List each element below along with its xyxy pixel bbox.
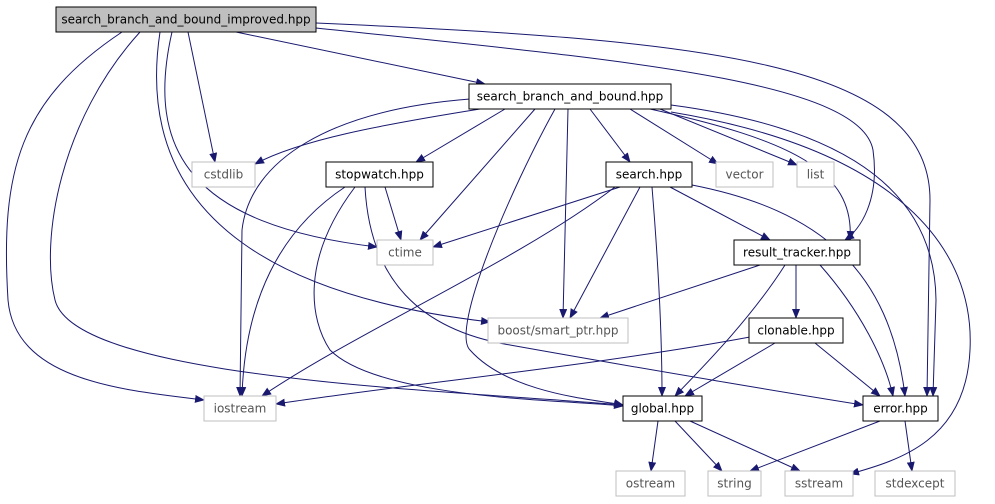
node-list[interactable]: list bbox=[796, 161, 835, 188]
edge-sbb-to-result bbox=[649, 108, 855, 241]
edge-stopwatch-to-iostream bbox=[238, 186, 346, 397]
node-box bbox=[784, 470, 854, 497]
edge-stopwatch-to-error bbox=[364, 186, 864, 408]
edge-sbb-to-cstdlib bbox=[254, 108, 481, 165]
node-stopwatch[interactable]: stopwatch.hpp bbox=[325, 161, 434, 188]
node-sbb[interactable]: search_branch_and_bound.hpp bbox=[468, 83, 672, 110]
node-label: boost/smart_ptr.hpp bbox=[497, 324, 618, 338]
edge-global-to-string bbox=[674, 420, 723, 472]
node-box bbox=[55, 6, 317, 33]
node-global[interactable]: global.hpp bbox=[622, 395, 703, 422]
node-boost[interactable]: boost/smart_ptr.hpp bbox=[487, 317, 629, 344]
node-box bbox=[468, 83, 672, 110]
node-box bbox=[615, 470, 686, 497]
edge-clonable-to-global bbox=[684, 342, 776, 397]
node-label: stdexcept bbox=[886, 477, 945, 491]
node-ctime[interactable]: ctime bbox=[376, 239, 434, 266]
node-vector[interactable]: vector bbox=[715, 161, 774, 188]
edge-sbbi-to-cstdlib bbox=[187, 31, 218, 163]
node-box bbox=[796, 161, 835, 188]
edge-sbb-to-global bbox=[465, 108, 624, 408]
node-label: sstream bbox=[795, 477, 843, 491]
edge-sbb-to-ctime bbox=[419, 108, 536, 241]
edge-sbb-to-vector bbox=[629, 108, 719, 165]
node-cstdlib[interactable]: cstdlib bbox=[191, 161, 256, 188]
node-search[interactable]: search.hpp bbox=[605, 161, 693, 188]
node-label: error.hpp bbox=[873, 402, 928, 416]
node-label: result_tracker.hpp bbox=[743, 246, 851, 260]
node-box bbox=[487, 317, 629, 344]
node-result[interactable]: result_tracker.hpp bbox=[733, 239, 861, 266]
node-label: ctime bbox=[388, 246, 422, 260]
node-string[interactable]: string bbox=[707, 470, 762, 497]
node-label: search_branch_and_bound.hpp bbox=[477, 90, 664, 104]
edge-sbb-to-boost bbox=[559, 108, 569, 319]
edge-sbb-to-error bbox=[670, 104, 938, 397]
node-sbbi[interactable]: search_branch_and_bound_improved.hpp bbox=[55, 6, 317, 33]
node-box bbox=[748, 317, 844, 344]
node-box bbox=[733, 239, 861, 266]
node-label: vector bbox=[725, 168, 763, 182]
node-box bbox=[707, 470, 762, 497]
edge-search-to-error bbox=[691, 184, 908, 397]
node-box bbox=[376, 239, 434, 266]
edge-error-to-stdexcept bbox=[904, 420, 915, 472]
edge-sbbi-to-result bbox=[315, 27, 875, 241]
node-label: stopwatch.hpp bbox=[335, 168, 424, 182]
edge-sbb-to-list bbox=[659, 108, 798, 166]
node-box bbox=[874, 470, 956, 497]
node-clonable[interactable]: clonable.hpp bbox=[748, 317, 844, 344]
node-box bbox=[203, 395, 277, 422]
edge-sbb-to-sstream bbox=[670, 111, 971, 476]
node-label: search.hpp bbox=[616, 168, 683, 182]
node-ostream[interactable]: ostream bbox=[615, 470, 686, 497]
node-box bbox=[325, 161, 434, 188]
edge-sbbi-to-global bbox=[49, 31, 624, 409]
edge-search-to-global bbox=[651, 186, 666, 397]
edges bbox=[5, 22, 971, 476]
node-label: global.hpp bbox=[631, 402, 694, 416]
node-stdexcept[interactable]: stdexcept bbox=[874, 470, 956, 497]
edge-sbbi-to-sbb bbox=[235, 31, 486, 87]
nodes: search_branch_and_bound_improved.hppsear… bbox=[55, 6, 956, 497]
edge-result-to-boost bbox=[599, 264, 761, 319]
edge-search-to-boost bbox=[569, 186, 641, 319]
edge-stopwatch-to-ctime bbox=[384, 186, 403, 241]
edge-search-to-result bbox=[669, 186, 771, 241]
node-box bbox=[862, 395, 939, 422]
node-label: string bbox=[717, 477, 751, 491]
node-box bbox=[191, 161, 256, 188]
edge-sbbi-to-iostream bbox=[5, 31, 205, 403]
edge-search-to-iostream bbox=[261, 186, 616, 397]
node-box bbox=[715, 161, 774, 188]
node-label: list bbox=[807, 168, 825, 182]
node-box bbox=[605, 161, 693, 188]
edge-sbbi-to-ctime bbox=[164, 31, 378, 250]
edge-sbb-to-stopwatch bbox=[415, 108, 506, 163]
node-error[interactable]: error.hpp bbox=[862, 395, 939, 422]
node-iostream[interactable]: iostream bbox=[203, 395, 277, 422]
edge-sbb-to-iostream bbox=[236, 98, 471, 397]
edge-sbbi-to-boost bbox=[156, 31, 491, 325]
node-sstream[interactable]: sstream bbox=[784, 470, 854, 497]
edge-clonable-to-iostream bbox=[275, 336, 751, 407]
edge-search-to-ctime bbox=[432, 186, 621, 249]
edge-sbbi-to-error bbox=[315, 22, 932, 397]
edge-clonable-to-error bbox=[814, 342, 881, 397]
node-label: ostream bbox=[626, 477, 675, 491]
edge-sbb-to-search bbox=[589, 108, 631, 163]
node-label: cstdlib bbox=[204, 168, 243, 182]
edge-result-to-error bbox=[819, 264, 895, 397]
node-label: clonable.hpp bbox=[757, 324, 834, 338]
edge-global-to-ostream bbox=[648, 420, 659, 472]
node-label: iostream bbox=[214, 402, 267, 416]
edge-stopwatch-to-global bbox=[313, 186, 624, 409]
node-box bbox=[622, 395, 703, 422]
edge-error-to-string bbox=[749, 420, 881, 472]
node-label: search_branch_and_bound_improved.hpp bbox=[61, 13, 310, 27]
edge-global-to-sstream bbox=[689, 420, 801, 472]
